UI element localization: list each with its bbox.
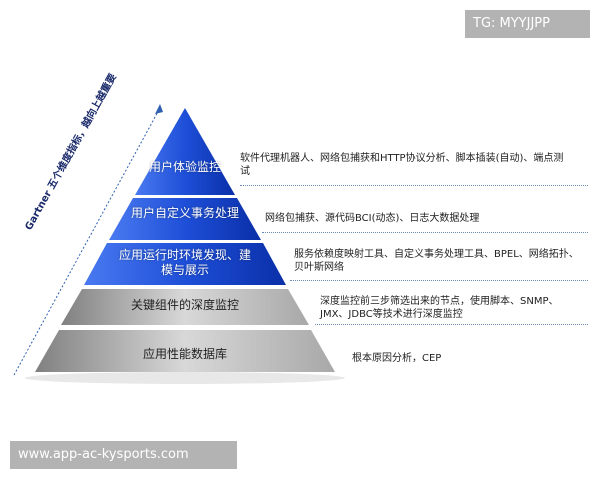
divider	[290, 280, 588, 281]
tier-2-shape	[109, 198, 261, 240]
tier-1-label: 用户体验监控	[148, 160, 221, 174]
watermark-bottom: www.app-ac-kysports.com	[10, 441, 237, 469]
tier-5-shape	[35, 330, 335, 372]
tier-1-description: 软件代理机器人、网络包捕获和HTTP协议分析、脚本插装(自动)、端点测试	[240, 153, 564, 177]
tier-3-shape	[84, 243, 286, 285]
divider	[315, 324, 588, 325]
divider	[240, 185, 588, 186]
tier-5-description: 根本原因分析，CEP	[352, 353, 442, 364]
tier-3-label: 应用运行时环境发现、建模与展示	[118, 248, 251, 277]
tier-1-shape	[135, 108, 235, 195]
tier-4-label: 关键组件的深度监控	[130, 298, 239, 312]
tier-4-shape	[61, 289, 309, 325]
importance-arrow	[13, 107, 161, 376]
tier-2-label: 用户自定义事务处理	[130, 206, 239, 220]
watermark-top: TG: MYYJJPP	[465, 10, 590, 38]
divider	[262, 232, 588, 233]
tier-2-description: 网络包捕获、源代码BCI(动态)、日志大数据处理	[265, 213, 480, 224]
tier-3-description: 服务依赖度映射工具、自定义事务处理工具、BPEL、网络拓扑、贝叶斯网络	[294, 249, 579, 273]
tier-5-label: 应用性能数据库	[142, 347, 227, 361]
tier-4-description: 深度监控前三步筛选出来的节点，使用脚本、SNMP、JMX、JDBC等技术进行深度…	[320, 296, 559, 320]
arrow-head-icon	[155, 104, 163, 114]
